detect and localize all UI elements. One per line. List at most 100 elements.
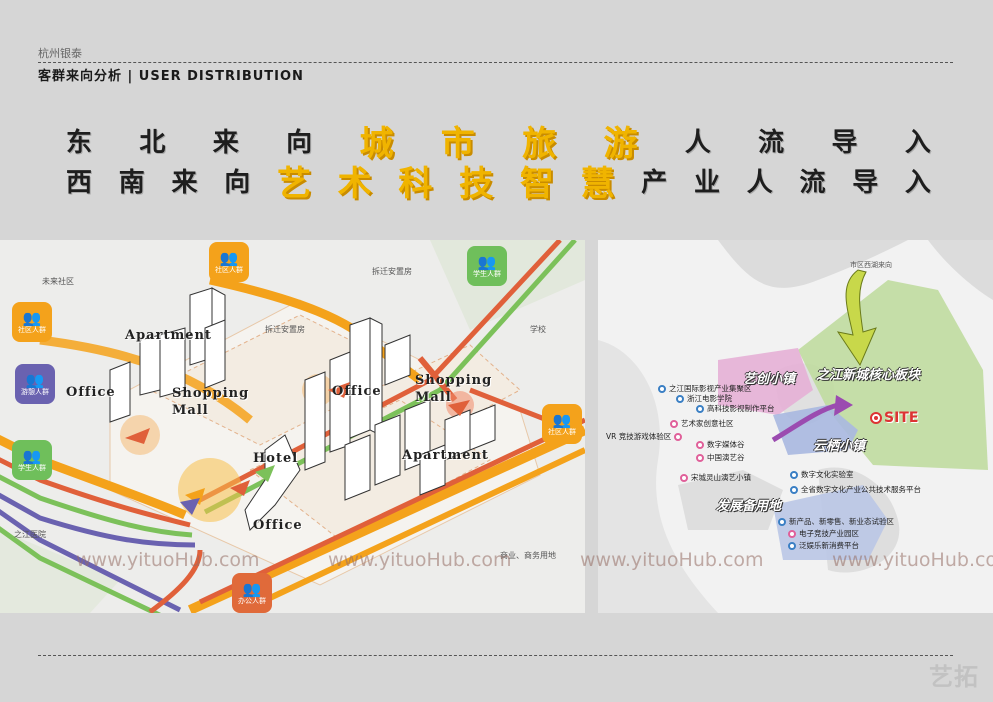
facility-tag: 中国演艺谷 <box>696 452 745 463</box>
people-icon: 👥 <box>22 447 42 465</box>
facility-tag: 浙江电影学院 <box>676 393 732 404</box>
facility-tag: 电子竞技产业园区 <box>788 528 859 539</box>
site-marker: SITE <box>884 410 919 426</box>
people-icon: 👥 <box>22 309 42 327</box>
headline-char: 慧 <box>580 163 615 204</box>
facility-tag: 宋城灵山演艺小镇 <box>680 472 751 483</box>
facility-tag: 高科技影视制作平台 <box>696 403 775 414</box>
crowd-badge: 👥游憩人群 <box>15 364 55 404</box>
people-icon: 👥 <box>242 580 262 598</box>
building-label: Office <box>66 385 116 400</box>
headline-char: 智 <box>519 163 554 204</box>
facility-tag: 全省数字文化产业公共技术服务平台 <box>790 484 921 495</box>
crowd-badge: 👥社区人群 <box>209 242 249 282</box>
map-canvas <box>0 240 585 613</box>
headline-char: 北 <box>139 127 166 158</box>
headline-char: 来 <box>212 127 239 158</box>
place-label: 商业、商务用地 <box>500 551 556 560</box>
zone-label-yunqi-town: 云栖小镇 <box>813 439 866 454</box>
headline-line-1: 东北来向城市旅游人流导入 <box>66 120 931 164</box>
place-label: 之江医院 <box>14 530 46 539</box>
building-label: Office <box>332 384 382 399</box>
marker-icon <box>790 470 798 479</box>
marker-icon <box>696 453 704 462</box>
facility-tag: 新产品、新零售、新业态试验区 <box>778 516 894 527</box>
place-label: 未来社区 <box>42 277 74 286</box>
marker-icon <box>790 485 798 494</box>
marker-icon <box>676 394 684 403</box>
headline-char: 产 <box>641 167 668 198</box>
headline-char: 业 <box>693 167 720 198</box>
marker-icon <box>788 529 796 538</box>
headline-char: 向 <box>286 127 313 158</box>
crowd-badge: 👥学生人群 <box>467 246 507 286</box>
regional-map: 市区西湖来向 艺创小镇 之江新城核心板块 云栖小镇 发展备用地 SITE 之江国… <box>598 240 993 613</box>
facility-tag: 之江国际影视产业集聚区 <box>658 383 752 394</box>
watermark: www.yituoHub.com <box>76 549 260 571</box>
marker-icon <box>788 541 796 550</box>
building-label: Hotel <box>253 451 299 466</box>
place-label: 拆迁安置房 <box>265 325 305 334</box>
headline-char: 向 <box>224 167 251 198</box>
marker-icon <box>658 384 666 393</box>
headline-char: 流 <box>799 167 826 198</box>
facility-tag: 数字文化实验室 <box>790 469 854 480</box>
people-icon: 👥 <box>219 249 239 267</box>
crowd-badge: 👥社区人群 <box>542 404 582 444</box>
watermark: www.yituoHub.com <box>832 549 993 571</box>
marker-icon <box>696 440 704 449</box>
brand-label: 杭州银泰 <box>38 47 82 60</box>
crowd-badge: 👥社区人群 <box>12 302 52 342</box>
headline-char: 技 <box>459 163 494 204</box>
marker-icon <box>674 432 683 441</box>
headline-char: 入 <box>904 127 931 158</box>
building-label: Apartment <box>125 328 212 343</box>
watermark: www.yituoHub.com <box>580 549 764 571</box>
facility-tag: 泛娱乐新消费平台 <box>788 540 859 551</box>
marker-icon <box>696 404 704 413</box>
headline-char: 艺 <box>276 163 311 204</box>
facility-tag: 数字媒体谷 <box>696 439 745 450</box>
headline-char: 东 <box>66 127 93 158</box>
headline-char: 导 <box>831 127 858 158</box>
headline-char: 西 <box>66 167 93 198</box>
people-icon: 👥 <box>25 371 45 389</box>
building-label: Shopping Mall <box>172 386 250 418</box>
watermark: www.yituoHub.com <box>328 549 512 571</box>
region-canvas <box>598 240 993 613</box>
headline-char: 人 <box>684 127 711 158</box>
headline-char: 游 <box>603 123 638 164</box>
corner-logo: 艺拓 <box>929 663 979 691</box>
crowd-badge: 👥学生人群 <box>12 440 52 480</box>
headline-char: 导 <box>852 167 879 198</box>
headline-line-2: 西南来向艺术科技智慧产业人流导入 <box>66 158 931 204</box>
direction-label: 市区西湖来向 <box>850 261 892 269</box>
headline-char: 人 <box>746 167 773 198</box>
headline-char: 城 <box>359 123 394 164</box>
facility-tag: VR 竞技游戏体验区 <box>606 431 683 442</box>
headline-char: 科 <box>398 163 433 204</box>
headline-char: 旅 <box>522 123 557 164</box>
crowd-badge: 👥办公人群 <box>232 573 272 613</box>
people-icon: 👥 <box>552 411 572 429</box>
headline-char: 来 <box>171 167 198 198</box>
zone-label-art-town: 艺创小镇 <box>743 372 796 387</box>
headline-char: 南 <box>118 167 145 198</box>
marker-icon <box>778 517 786 526</box>
footer-divider <box>38 655 953 656</box>
zone-label-reserve-land: 发展备用地 <box>716 499 782 514</box>
zone-label-core-area: 之江新城核心板块 <box>816 368 921 383</box>
headline-char: 入 <box>904 167 931 198</box>
marker-icon <box>670 419 678 428</box>
header-divider <box>38 62 953 63</box>
people-icon: 👥 <box>477 253 497 271</box>
headline-char: 流 <box>758 127 785 158</box>
marker-icon <box>680 473 688 482</box>
building-label: Apartment <box>402 448 489 463</box>
section-title: 客群来向分析 | USER DISTRIBUTION <box>38 69 304 84</box>
facility-tag: 艺术家创意社区 <box>670 418 734 429</box>
headline-char: 市 <box>440 123 475 164</box>
place-label: 学校 <box>530 325 546 334</box>
headline-char: 术 <box>337 163 372 204</box>
building-label: Office <box>253 518 303 533</box>
